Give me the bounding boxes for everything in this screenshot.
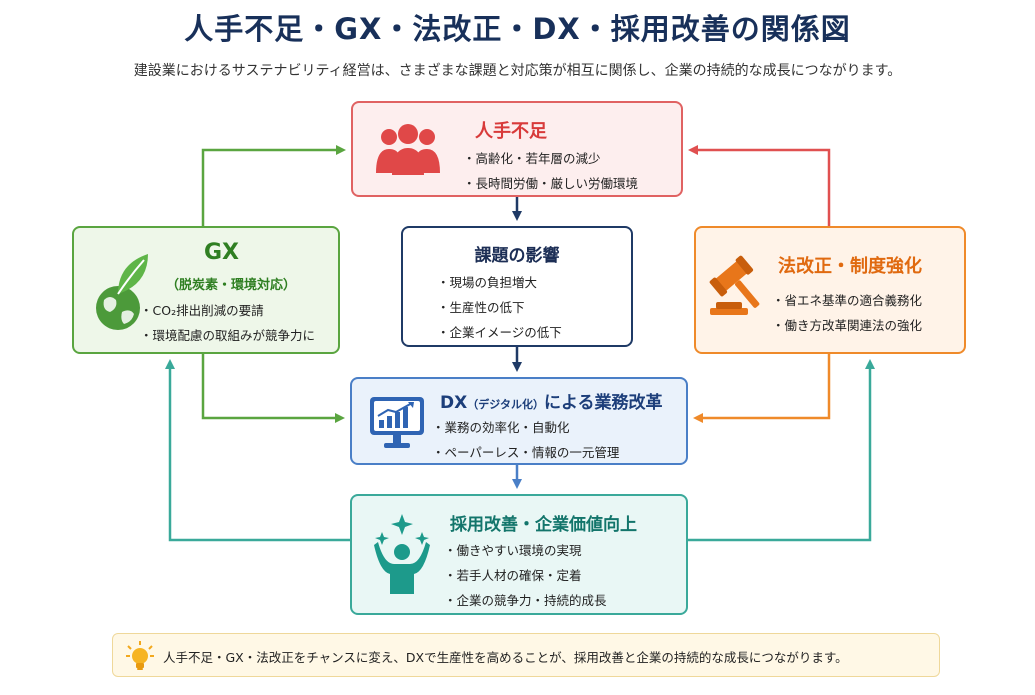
node-impact-items: 現場の負担増大 生産性の低下 企業イメージの低下: [437, 270, 562, 345]
gavel-icon: [709, 255, 760, 315]
list-item: 業務の効率化・自動化: [432, 415, 619, 440]
page-title: 人手不足・GX・法改正・DX・採用改善の関係図: [184, 12, 851, 46]
people-group-icon: [376, 124, 440, 175]
list-item: 環境配慮の取組みが競争力に: [140, 323, 316, 348]
arrow-recruit-to-law: [688, 359, 875, 542]
list-item: 省エネ基準の適合義務化: [772, 288, 923, 313]
node-law-revision-title: 法改正・制度強化: [778, 256, 922, 277]
list-item: 若手人材の確保・定着: [444, 563, 607, 588]
node-gx: GX （脱炭素・環境対応） CO₂排出削減の要請 環境配慮の取組みが競争力に: [72, 226, 340, 354]
list-item: CO₂排出削減の要請: [140, 298, 315, 323]
arrow-law-to-shortage: [688, 145, 831, 226]
node-recruitment-title: 採用改善・企業価値向上: [450, 515, 637, 535]
node-dx-title-note: （デジタル化）: [467, 398, 544, 411]
monitor-chart-icon: [370, 397, 424, 448]
list-item: 現場の負担増大: [437, 270, 562, 295]
node-impact-title: 課題の影響: [474, 246, 560, 266]
list-item: 長時間労働・厳しい労働環境: [463, 171, 639, 196]
node-law-revision: 法改正・制度強化 省エネ基準の適合義務化 働き方改革関連法の強化: [694, 226, 966, 354]
node-dx-title: DX（デジタル化）による業務改革: [440, 388, 663, 413]
summary-note: 人手不足・GX・法改正をチャンスに変え、DXで生産性を高めることが、採用改善と企…: [112, 633, 940, 677]
list-item: 生産性の低下: [437, 295, 562, 320]
arrow-gx-to-shortage: [201, 145, 346, 226]
node-recruitment: 採用改善・企業価値向上 働きやすい環境の実現 若手人材の確保・定着 企業の競争力…: [350, 494, 688, 615]
list-item: 高齢化・若年層の減少: [463, 146, 638, 171]
lightbulb-icon: [126, 641, 154, 670]
node-dx-title-main: DX: [440, 393, 468, 413]
arrow-gx-to-dx: [201, 354, 345, 423]
page-subtitle: 建設業におけるサステナビリティ経営は、さまざまな課題と対応策が相互に関係し、企業…: [133, 63, 902, 79]
list-item: 働き方改革関連法の強化: [772, 313, 923, 338]
list-item: ペーパーレス・情報の一元管理: [432, 440, 620, 465]
node-dx-items: 業務の効率化・自動化 ペーパーレス・情報の一元管理: [432, 415, 620, 465]
list-item: 企業の競争力・持続的成長: [444, 588, 607, 613]
node-gx-subtitle: （脱炭素・環境対応）: [166, 278, 297, 293]
summary-note-text: 人手不足・GX・法改正をチャンスに変え、DXで生産性を高めることが、採用改善と企…: [163, 650, 848, 665]
node-labor-shortage-items: 高齢化・若年層の減少 長時間労働・厳しい労働環境: [463, 146, 639, 196]
node-dx-title-suffix: による業務改革: [544, 393, 663, 413]
leaf-globe-icon: [96, 254, 148, 330]
person-celebrate-icon: [374, 514, 430, 594]
node-gx-title: GX: [204, 240, 240, 265]
node-law-revision-items: 省エネ基準の適合義務化 働き方改革関連法の強化: [772, 288, 923, 338]
list-item: 働きやすい環境の実現: [444, 538, 607, 563]
node-recruitment-items: 働きやすい環境の実現 若手人材の確保・定着 企業の競争力・持続的成長: [444, 538, 607, 613]
arrow-law-to-dx: [693, 354, 831, 423]
node-dx: DX（デジタル化）による業務改革 業務の効率化・自動化 ペーパーレス・情報の一元…: [350, 377, 688, 465]
node-impact: 課題の影響 現場の負担増大 生産性の低下 企業イメージの低下: [401, 226, 633, 347]
node-labor-shortage: 人手不足 高齢化・若年層の減少 長時間労働・厳しい労働環境: [351, 101, 683, 197]
arrow-recruit-to-gx: [165, 359, 350, 542]
node-gx-items: CO₂排出削減の要請 環境配慮の取組みが競争力に: [140, 298, 316, 348]
list-item: 企業イメージの低下: [437, 320, 562, 345]
node-labor-shortage-title: 人手不足: [475, 121, 547, 142]
